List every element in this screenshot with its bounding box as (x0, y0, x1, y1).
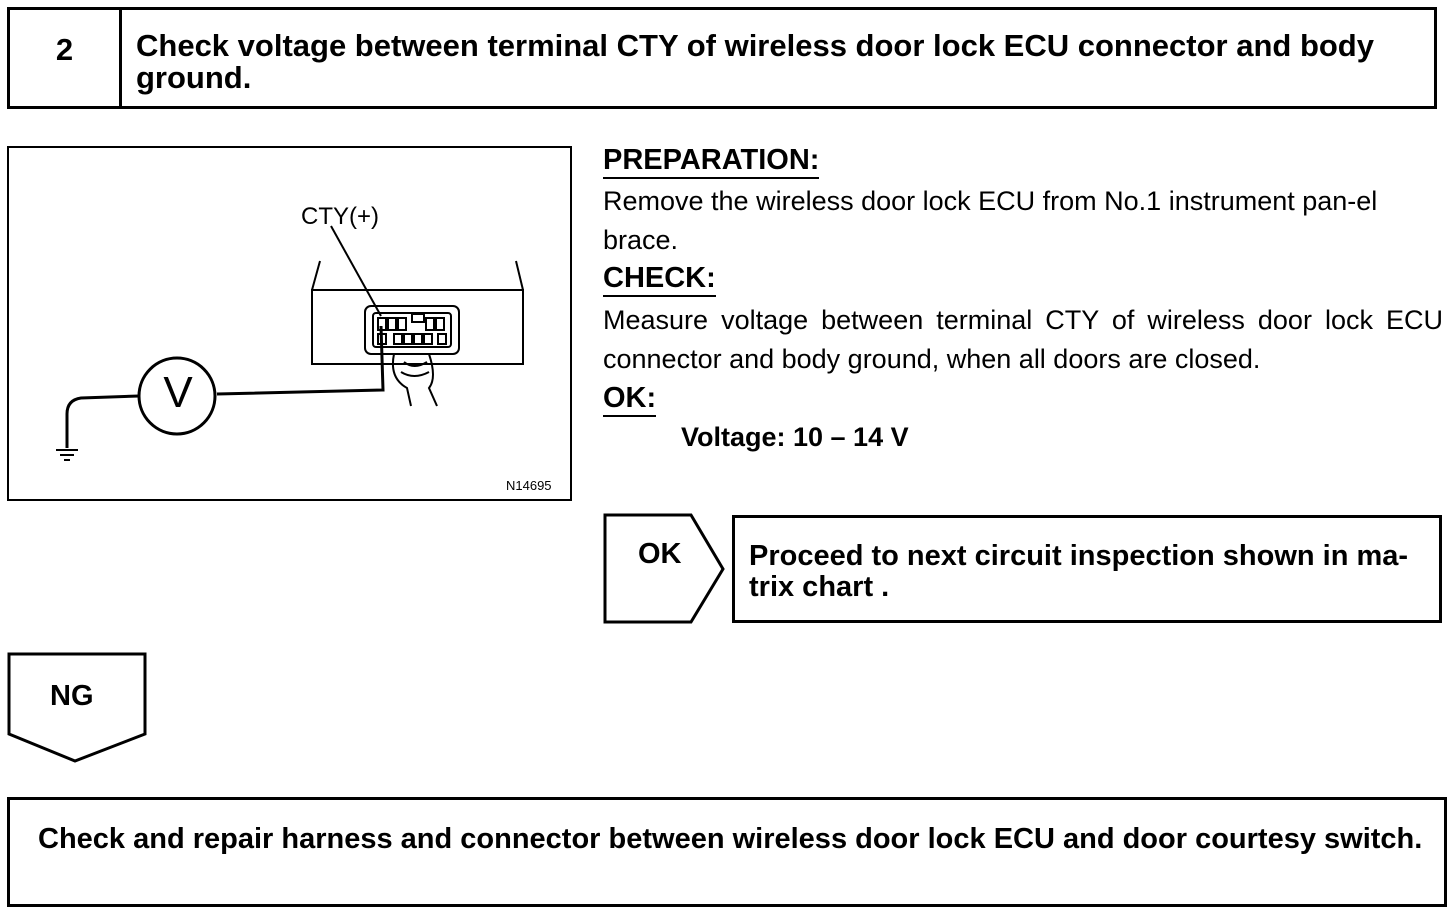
ng-result-box: Check and repair harness and connector b… (7, 797, 1447, 907)
check-text: Measure voltage between terminal CTY of … (603, 305, 1443, 374)
ok-arrow-icon (603, 513, 725, 624)
connector-illustration: CTY(+) V N14695 (7, 146, 572, 501)
ecu-connector (364, 305, 460, 355)
preparation-text: Remove the wireless door lock ECU from N… (603, 186, 1378, 255)
ground-wire (65, 394, 140, 448)
check-heading: CHECK: (603, 263, 716, 297)
step-number: 2 (10, 10, 122, 106)
probe-wire (216, 325, 385, 396)
wire-harness (391, 353, 438, 407)
voltage-spec: Voltage: 10 – 14 V (681, 422, 909, 452)
step-header: 2 Check voltage between terminal CTY of … (7, 7, 1437, 109)
terminal-label: CTY(+) (301, 203, 379, 230)
wiring-diagram (56, 225, 524, 461)
ok-heading: OK: (603, 383, 657, 417)
ng-label: NG (50, 680, 94, 712)
ok-result-text: Proceed to next circuit inspection shown… (749, 540, 1409, 603)
ok-result-box: Proceed to next circuit inspection shown… (732, 515, 1442, 623)
preparation-heading: PREPARATION: (603, 145, 820, 179)
figure-id: N14695 (506, 478, 552, 493)
step-title: Check voltage between terminal CTY of wi… (136, 28, 1374, 95)
ng-arrow-icon (7, 652, 147, 763)
label-leader-line (330, 225, 382, 317)
ok-label: OK (638, 538, 682, 570)
ground-symbol-icon (56, 449, 78, 461)
meter-symbol: V (163, 368, 193, 417)
ecu-housing (311, 260, 524, 365)
ng-result-text: Check and repair harness and connector b… (38, 823, 1423, 855)
